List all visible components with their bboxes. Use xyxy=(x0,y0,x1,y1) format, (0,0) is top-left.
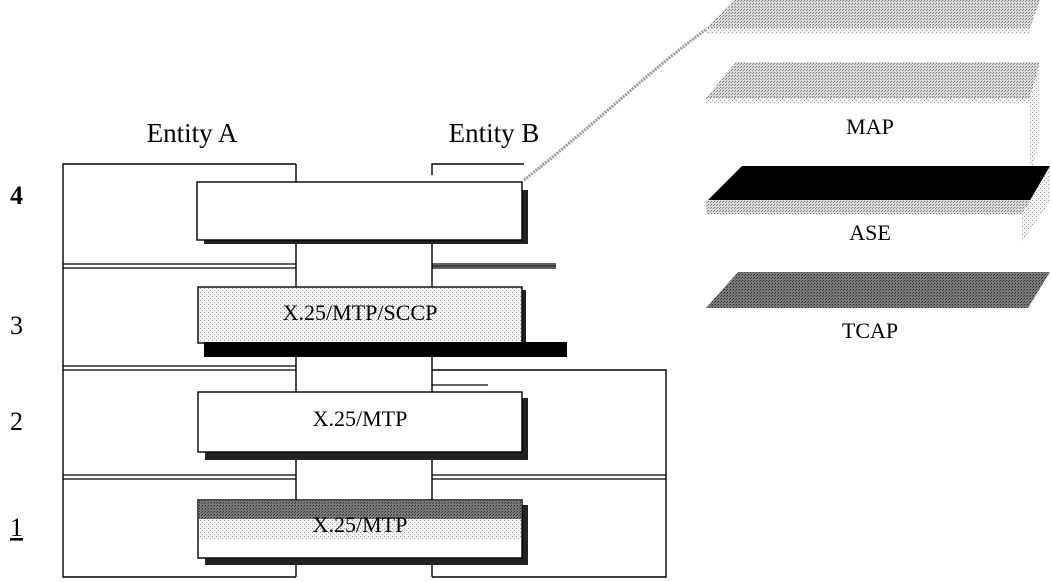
entity-b-label: Entity B xyxy=(449,118,540,148)
layer-number-2: 2 xyxy=(10,407,23,436)
stack-top-slab xyxy=(706,0,1040,34)
layer-4-box xyxy=(196,181,528,244)
entity-b-outline xyxy=(431,163,667,578)
tcap-label: TCAP xyxy=(842,318,898,343)
layer-3-box: X.25/MTP/SCCP xyxy=(197,286,567,357)
layer-3-label: X.25/MTP/SCCP xyxy=(283,300,438,325)
stack-ase-slab: ASE xyxy=(706,166,1050,245)
zoom-connector-line xyxy=(523,26,709,182)
map-label: MAP xyxy=(846,114,894,139)
layer-1-box: X.25/MTP xyxy=(197,499,528,565)
layer-1-label: X.25/MTP xyxy=(313,512,408,537)
layer-separators xyxy=(63,263,666,480)
stack-tcap-slab: TCAP xyxy=(706,272,1050,343)
ase-label: ASE xyxy=(849,220,891,245)
entity-a-label: Entity A xyxy=(147,118,238,148)
stack-map-slab: MAP xyxy=(706,62,1040,176)
layer-number-4: 4 xyxy=(10,181,23,210)
layer-2-box: X.25/MTP xyxy=(197,391,528,460)
layer-number-1: 1 xyxy=(10,513,23,542)
layer-2-label: X.25/MTP xyxy=(313,406,408,431)
layer-number-3: 3 xyxy=(10,311,23,340)
